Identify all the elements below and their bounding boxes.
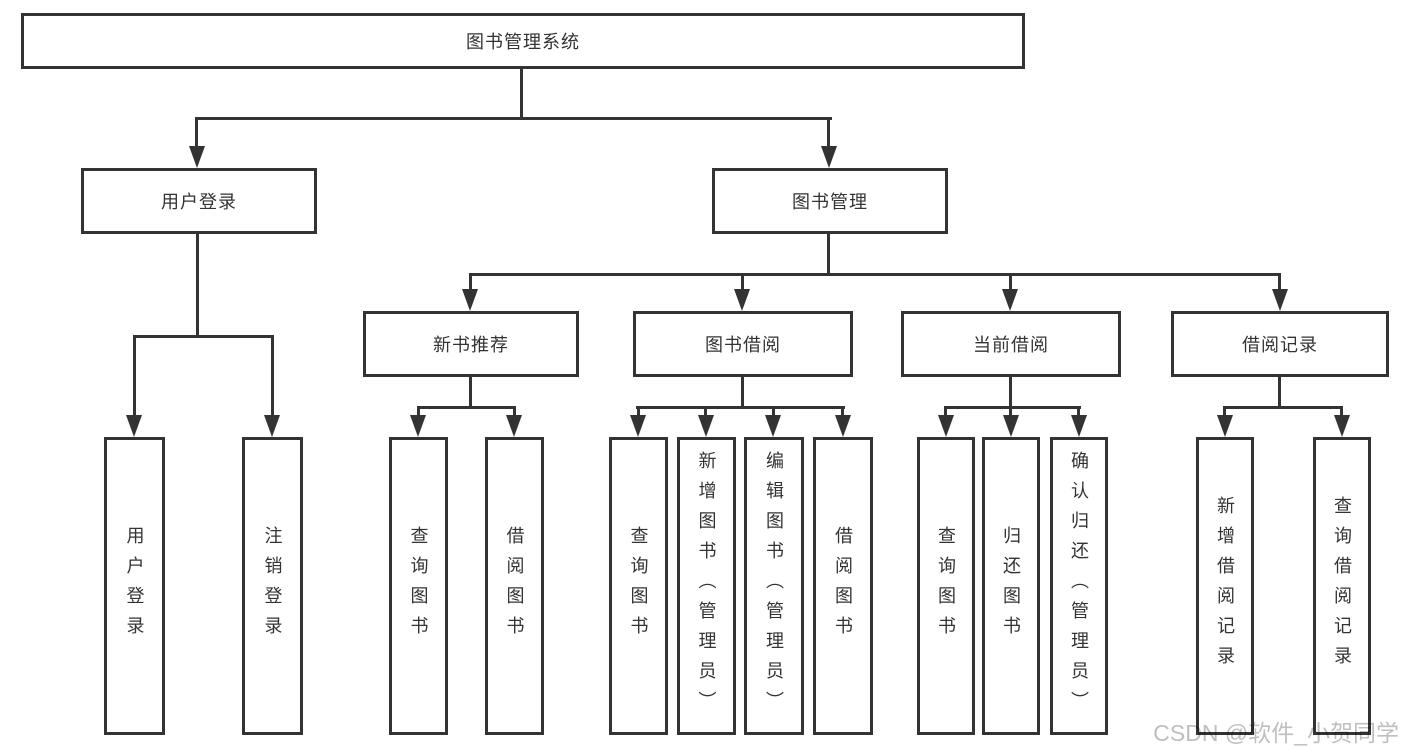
arrowhead-down-icon (765, 415, 781, 437)
connector-to-user-login (195, 120, 198, 148)
node-root: 图书管理系统 (21, 13, 1025, 69)
arrowhead-down-icon (698, 415, 714, 437)
connector-leaf-drop (417, 409, 420, 417)
connector-to-current-borrow (1009, 276, 1012, 291)
arrowhead-down-icon (1334, 415, 1350, 437)
connector-new-book-stem (469, 377, 472, 409)
connector-current-borrow-bar (944, 406, 1081, 409)
node-root-label: 图书管理系统 (466, 32, 580, 52)
connector-to-borrow-records (1278, 276, 1281, 291)
leaf-borrow-books-newbook-label: 借阅图书 (504, 526, 525, 646)
connector-leaf-drop (637, 409, 640, 417)
arrowhead-down-icon (126, 415, 142, 437)
arrowhead-down-icon (821, 146, 837, 168)
leaf-confirm-return-admin-label: 确认归还（管理员） (1069, 451, 1089, 721)
leaf-logout-label: 注销登录 (262, 526, 283, 646)
node-book-management-label: 图书管理 (792, 192, 868, 212)
arrowhead-down-icon (189, 146, 205, 168)
leaf-user-login-label: 用户登录 (124, 526, 145, 646)
connector-leaf-drop (1009, 409, 1012, 417)
connector-borrow-records-bar (1223, 406, 1343, 409)
leaf-query-borrow-record: 查询借阅记录 (1313, 437, 1371, 735)
connector-leaf-drop (1223, 409, 1226, 417)
connector-root-stem (520, 69, 523, 120)
arrowhead-down-icon (410, 415, 426, 437)
leaf-add-book-admin-label: 新增图书（管理员） (696, 451, 717, 721)
arrowhead-down-icon (1002, 289, 1018, 311)
connector-level2-bar (195, 117, 832, 120)
node-current-borrow: 当前借阅 (901, 311, 1121, 377)
connector-leaf-drop (704, 409, 707, 417)
node-book-borrow-label: 图书借阅 (705, 335, 781, 355)
connector-current-borrow-stem (1009, 377, 1012, 409)
leaf-borrow-books-borrow: 借阅图书 (813, 437, 873, 735)
connector-user-login-bar (133, 335, 274, 338)
connector-book-management-stem (827, 234, 830, 275)
leaf-borrow-books-borrow-label: 借阅图书 (833, 526, 853, 646)
leaf-return-books: 归还图书 (982, 437, 1040, 735)
leaf-query-books-borrow: 查询图书 (609, 437, 668, 735)
connector-level3-bar (469, 273, 1281, 276)
leaf-query-books-borrow-label: 查询图书 (628, 526, 649, 646)
node-borrow-records: 借阅记录 (1171, 311, 1389, 377)
leaf-query-books-newbook-label: 查询图书 (408, 526, 429, 646)
node-user-login: 用户登录 (81, 168, 317, 234)
connector-leaf-drop (772, 409, 775, 417)
arrowhead-down-icon (1217, 415, 1233, 437)
node-user-login-label: 用户登录 (161, 192, 237, 212)
connector-to-book-borrow (741, 276, 744, 291)
leaf-edit-book-admin: 编辑图书（管理员） (744, 437, 804, 735)
arrowhead-down-icon (264, 415, 280, 437)
leaf-user-login: 用户登录 (104, 437, 165, 735)
leaf-query-books-current: 查询图书 (917, 437, 975, 735)
connector-book-borrow-stem (741, 377, 744, 409)
connector-leaf-drop (1077, 409, 1080, 417)
leaf-add-borrow-record-label: 新增借阅记录 (1215, 496, 1235, 676)
node-book-borrow: 图书借阅 (633, 311, 853, 377)
connector-leaf-drop (513, 409, 516, 417)
connector-to-leaf-logout (271, 338, 274, 417)
node-new-book-recommend-label: 新书推荐 (433, 335, 509, 355)
leaf-logout: 注销登录 (242, 437, 303, 735)
arrowhead-down-icon (938, 415, 954, 437)
arrowhead-down-icon (1003, 415, 1019, 437)
arrowhead-down-icon (1071, 415, 1087, 437)
connector-user-login-stem (196, 234, 199, 337)
leaf-query-books-current-label: 查询图书 (936, 526, 956, 646)
leaf-confirm-return-admin: 确认归还（管理员） (1050, 437, 1108, 735)
arrowhead-down-icon (1272, 289, 1288, 311)
arrowhead-down-icon (506, 415, 522, 437)
connector-leaf-drop (1340, 409, 1343, 417)
arrowhead-down-icon (734, 289, 750, 311)
leaf-query-borrow-record-label: 查询借阅记录 (1332, 496, 1352, 676)
leaf-edit-book-admin-label: 编辑图书（管理员） (764, 451, 784, 721)
csdn-watermark: CSDN @软件_小贺同学 (1153, 720, 1399, 746)
connector-to-leaf-user-login (133, 338, 136, 417)
node-new-book-recommend: 新书推荐 (363, 311, 579, 377)
connector-to-book-management (827, 120, 830, 148)
arrowhead-down-icon (462, 289, 478, 311)
arrowhead-down-icon (835, 415, 851, 437)
connector-borrow-records-stem (1278, 377, 1281, 409)
node-current-borrow-label: 当前借阅 (973, 335, 1049, 355)
connector-book-borrow-bar (636, 406, 845, 409)
node-borrow-records-label: 借阅记录 (1242, 335, 1318, 355)
leaf-query-books-newbook: 查询图书 (389, 437, 448, 735)
leaf-add-book-admin: 新增图书（管理员） (677, 437, 736, 735)
node-book-management: 图书管理 (712, 168, 948, 234)
leaf-return-books-label: 归还图书 (1001, 526, 1021, 646)
leaf-add-borrow-record: 新增借阅记录 (1196, 437, 1254, 735)
leaf-borrow-books-newbook: 借阅图书 (485, 437, 544, 735)
connector-leaf-drop (841, 409, 844, 417)
connector-to-new-book (469, 276, 472, 291)
connector-new-book-bar (417, 406, 516, 409)
arrowhead-down-icon (630, 415, 646, 437)
connector-leaf-drop (944, 409, 947, 417)
